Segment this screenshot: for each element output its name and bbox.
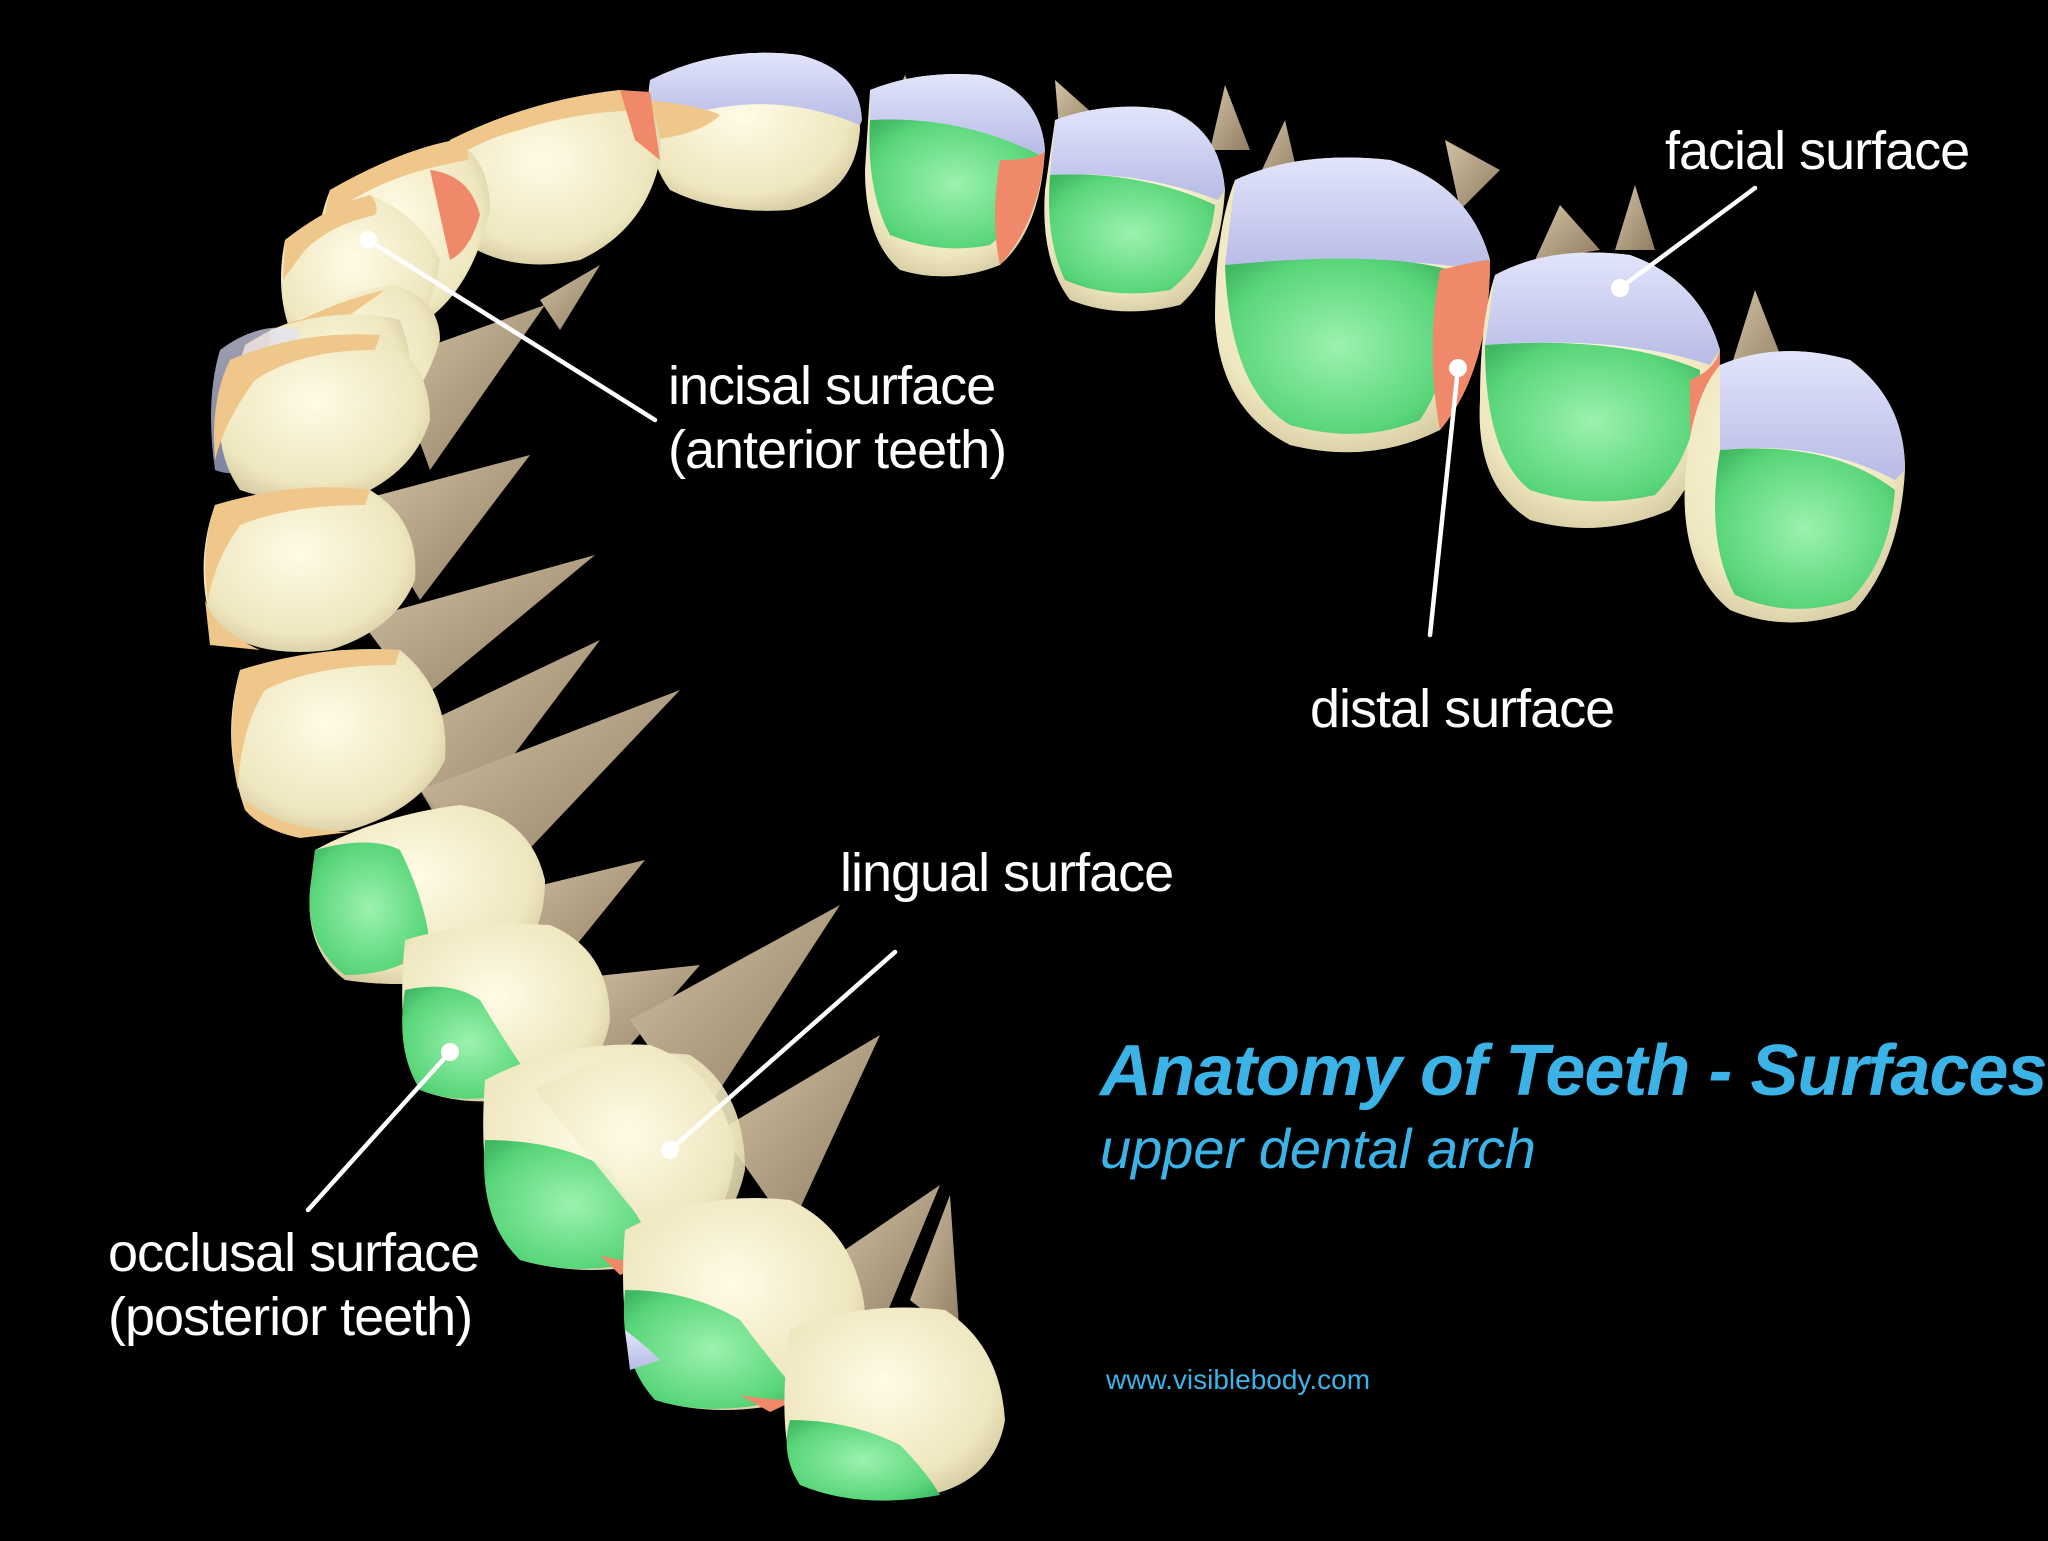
leader-occlusal [305,1049,453,1213]
label-facial-surface: facial surface [1665,120,1970,184]
leader-occlusal-dot [441,1043,459,1061]
title-block: Anatomy of Teeth - Surfaces upper dental… [1100,1030,2048,1181]
diagram-subtitle: upper dental arch [1100,1117,1536,1180]
diagram-title: Anatomy of Teeth - Surfaces [1100,1031,2048,1111]
upper-right-molars [865,74,1905,623]
label-occlusal-text: occlusal surface [108,1223,480,1283]
label-distal-surface: distal surface [1310,678,1615,742]
leader-facial [1617,185,1758,291]
leader-incisal [365,237,658,423]
posterior-teeth-left [309,805,1005,1501]
label-lingual-text: lingual surface [840,843,1174,903]
leader-facial-dot [1611,279,1629,297]
leader-lingual-dot [661,1141,679,1159]
label-lingual-surface: lingual surface [840,842,1174,906]
leader-lines [305,185,1758,1213]
label-incisal-subtext: (anterior teeth) [668,419,1007,480]
label-incisal-text: incisal surface [668,356,996,416]
label-facial-text: facial surface [1665,121,1970,181]
label-distal-text: distal surface [1310,679,1615,739]
label-occlusal-surface: occlusal surface (posterior teeth) [108,1222,480,1349]
leader-incisal-dot [359,231,377,249]
label-occlusal-subtext: (posterior teeth) [108,1286,473,1347]
website-credit: www.visiblebody.com [1106,1364,1371,1395]
leader-lingual [667,949,898,1153]
leader-distal [1427,365,1461,638]
label-incisal-surface: incisal surface (anterior teeth) [668,355,1007,482]
leader-distal-dot [1449,359,1467,377]
anterior-teeth [203,52,862,838]
